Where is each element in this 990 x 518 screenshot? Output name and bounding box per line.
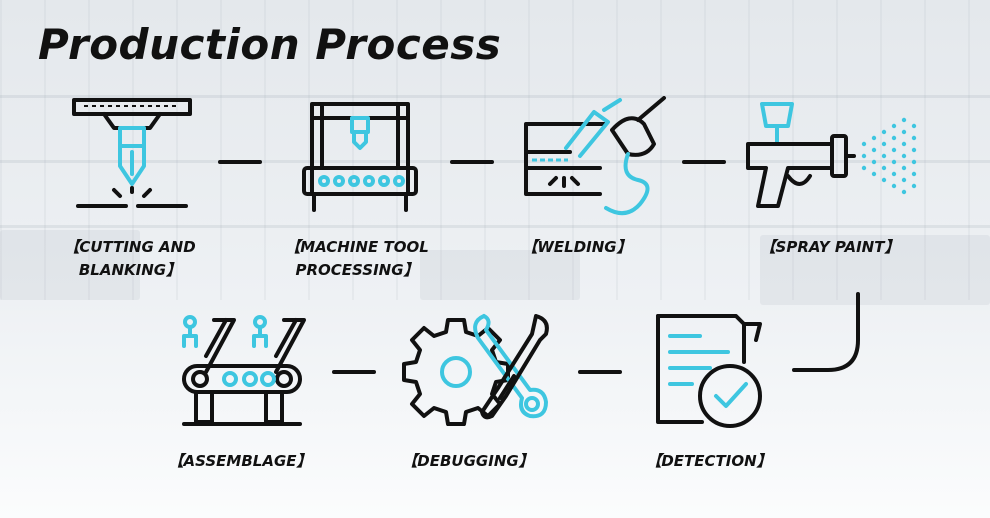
step-label-debugging: 【DEBUGGING】: [402, 452, 534, 470]
step-label-machine-tool: 【MACHINE TOOL PROCESSING】: [285, 238, 429, 279]
page-title: Production Process: [38, 20, 502, 69]
connector-curve: [792, 292, 860, 372]
connector: [682, 160, 726, 164]
machine-tool-icon: [302, 102, 418, 212]
step-spray-paint: [740, 96, 940, 216]
spray-gun-icon: [746, 102, 917, 208]
step-cutting: [70, 96, 194, 216]
step-label-assemblage: 【ASSEMBLAGE】: [168, 452, 312, 470]
connector: [450, 160, 494, 164]
step-detection: [648, 310, 778, 430]
step-label-cutting: 【CUTTING AND BLANKING】: [64, 238, 196, 279]
welding-icon: [524, 96, 666, 216]
connector: [218, 160, 262, 164]
step-label-welding: 【WELDING】: [522, 238, 632, 256]
connector: [578, 370, 622, 374]
step-machine-tool: [300, 98, 420, 218]
step-label-detection: 【DETECTION】: [646, 452, 772, 470]
step-assemblage: [176, 312, 306, 432]
robotic-arm-icon: [182, 315, 306, 426]
checklist-icon: [656, 314, 762, 428]
step-label-spray-paint: 【SPRAY PAINT】: [760, 238, 900, 256]
connector: [332, 370, 376, 374]
gear-wrench-icon: [402, 314, 549, 426]
step-debugging: [400, 312, 560, 432]
laser-cutting-icon: [72, 98, 192, 208]
step-welding: [520, 96, 670, 226]
